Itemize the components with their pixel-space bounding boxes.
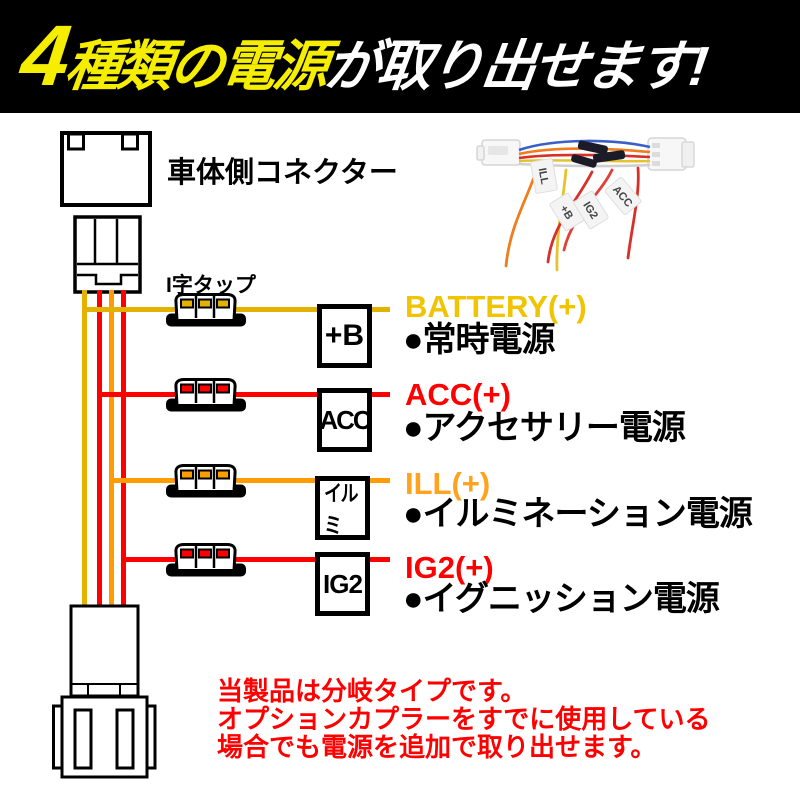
wire-branch-ig2 (121, 557, 390, 562)
power-box-battery: +B (317, 304, 372, 368)
power-label-ig2: IG2(+) (405, 550, 494, 585)
tap-connector-acc (166, 378, 246, 412)
vehicle-connector-label: 車体側コネクター (167, 157, 398, 189)
harness-connector-top (73, 215, 142, 294)
power-desc-ig2: ●イグニッション電源 (403, 580, 720, 618)
harness-connector-bottom (52, 604, 157, 779)
photo-wire-red (518, 153, 651, 160)
note-line-2: オプションカプラーをすでに使用している (217, 704, 711, 734)
tap-connector-ig2 (166, 543, 246, 577)
photo-tag-ig2: IG2 (573, 190, 609, 230)
vehicle-connector (60, 131, 152, 207)
wire-vertical-red-2 (121, 290, 126, 608)
note-line-3: 場合でも電源を追加で取り出せます。 (217, 732, 657, 762)
product-photo: ILL +B IG2 ACC (476, 137, 695, 272)
photo-left-connector (476, 139, 521, 166)
svg-text:ILL: ILL (536, 167, 551, 186)
power-label-acc: ACC(+) (405, 377, 511, 412)
photo-tape (571, 154, 597, 168)
tap-connector-battery (166, 293, 246, 327)
note-text: 当製品は分岐タイプです。 オプションカプラーをすでに使用している 場合でも電源を… (217, 677, 710, 761)
photo-dangle-red-3 (626, 166, 640, 260)
wire-vertical-red-1 (97, 290, 102, 608)
wire-vertical-orange (109, 290, 114, 608)
header-banner: 4種類の電源が取り出せます! (0, 0, 800, 113)
wire-vertical-yellow (82, 290, 87, 608)
photo-tag-ill: ILL (530, 158, 558, 194)
power-label-battery: BATTERY(+) (405, 289, 587, 324)
photo-dangle-orange (504, 164, 540, 268)
power-box-illumination: イルミ (315, 476, 370, 540)
power-box-ig2: IG2 (315, 552, 370, 616)
photo-tape (592, 150, 626, 163)
power-desc-battery: ●常時電源 (403, 321, 556, 359)
tap-connector-illumination (166, 464, 246, 498)
note-line-1: 当製品は分岐タイプです。 (217, 676, 527, 706)
tap-label: I字タップ (166, 274, 256, 297)
power-label-illumination: ILL(+) (405, 466, 491, 501)
photo-right-connector (647, 137, 695, 171)
power-box-acc: ACC (317, 388, 372, 452)
wire-branch-acc (97, 392, 390, 397)
photo-wire-blue (518, 139, 651, 152)
power-desc-acc: ●アクセサリー電源 (403, 409, 686, 447)
photo-tape (577, 140, 608, 155)
wire-branch-illumination (109, 478, 390, 483)
power-desc-illumination: ●イルミネーション電源 (403, 495, 753, 533)
